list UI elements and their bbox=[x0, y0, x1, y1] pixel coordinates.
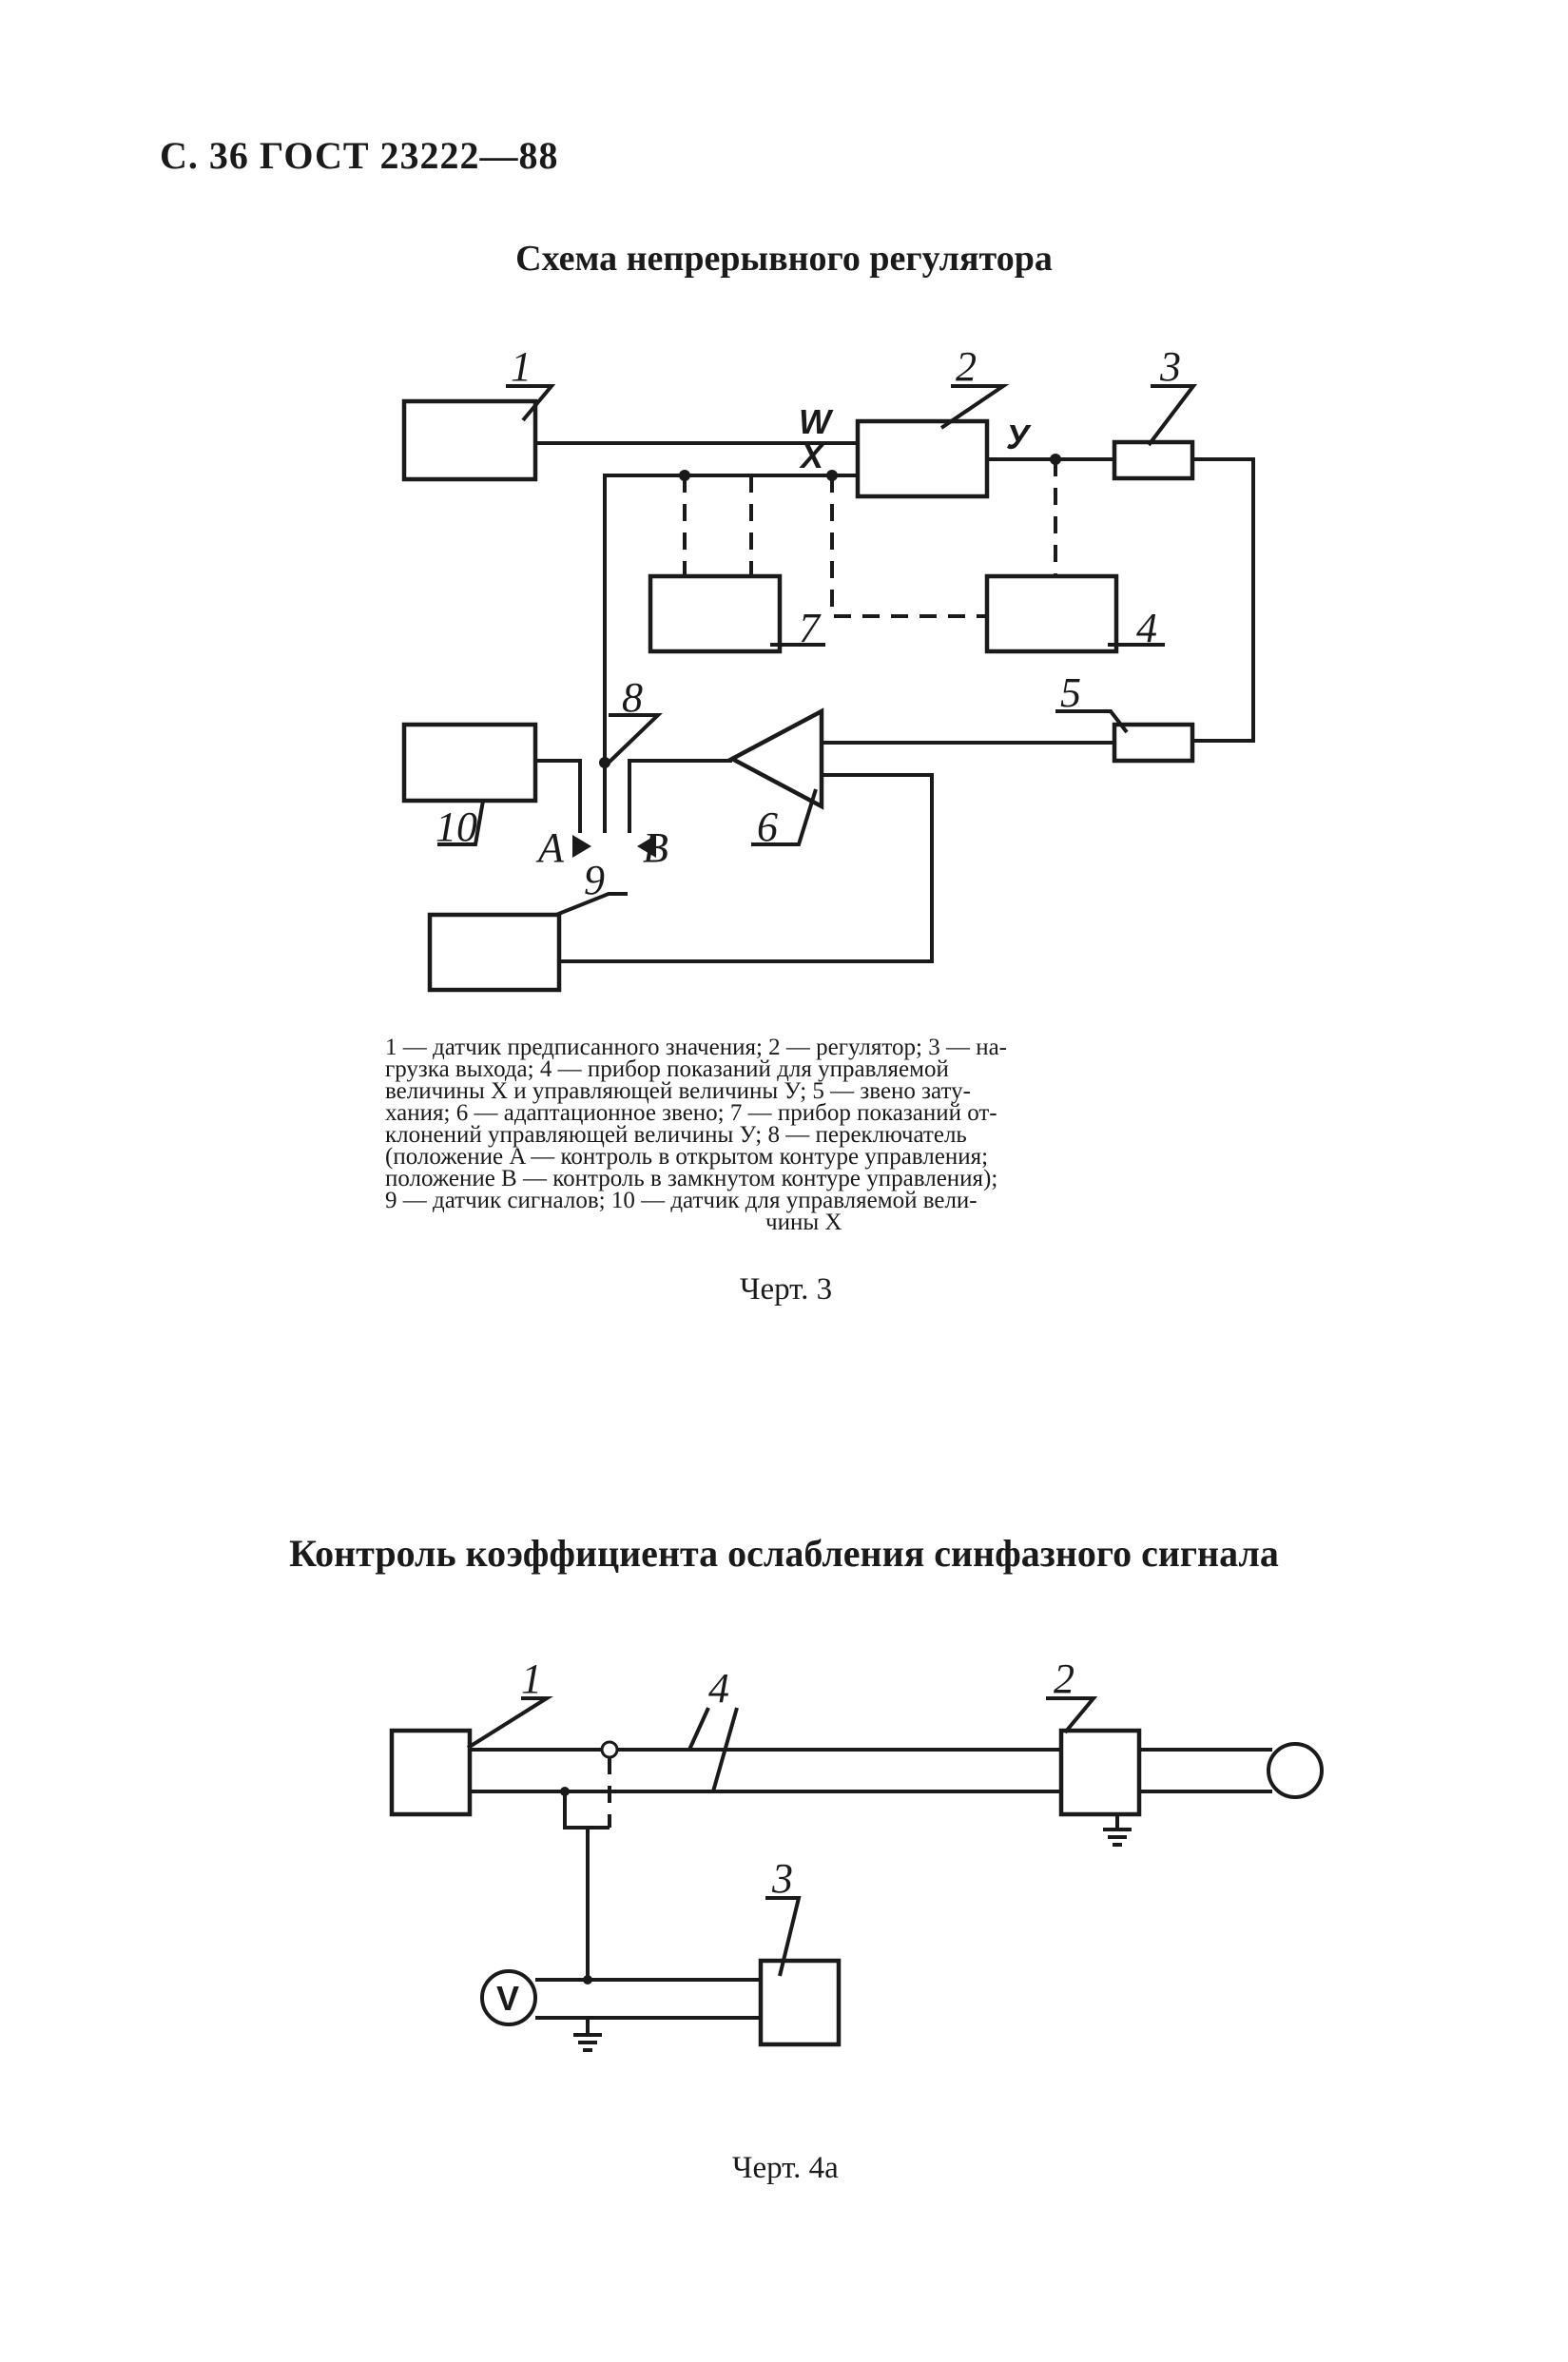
legend-line: чины X bbox=[765, 1210, 842, 1235]
label-w: W bbox=[799, 402, 834, 441]
label-1: 1 bbox=[521, 1655, 542, 1702]
figure-3-legend: 1 — датчик предписанного значения; 2 — р… bbox=[385, 1035, 1241, 1235]
label-a: A bbox=[535, 824, 565, 871]
legend-line: хания; 6 — адаптационное звено; 7 — приб… bbox=[385, 1100, 997, 1126]
label-x: X bbox=[799, 436, 825, 475]
page-header: С. 36 ГОСТ 23222—88 bbox=[160, 134, 559, 177]
legend-line: величины X и управляющей величины У; 5 —… bbox=[385, 1078, 971, 1104]
legend-line: клонений управляющей величины У; 8 — пер… bbox=[385, 1122, 967, 1148]
legend-line: грузка выхода; 4 — прибор показаний для … bbox=[385, 1056, 949, 1082]
figure-3-caption: Черт. 3 bbox=[740, 1272, 833, 1307]
legend-line: 9 — датчик сигналов; 10 — датчик для упр… bbox=[385, 1188, 978, 1213]
figure-4a-title: Контроль коэффициента ослабления синфазн… bbox=[289, 1532, 1279, 1575]
block-2-controller bbox=[855, 418, 990, 499]
block-3 bbox=[758, 1958, 842, 2047]
continuous-controller-diagram: 1 2 3 4 5 6 7 8 9 10 W X У A B bbox=[401, 343, 1255, 993]
label-9: 9 bbox=[584, 857, 605, 903]
label-7: 7 bbox=[799, 605, 822, 651]
block-2 bbox=[1058, 1728, 1142, 1817]
legend-line: 1 — датчик предписанного значения; 2 — р… bbox=[385, 1035, 1007, 1060]
label-8: 8 bbox=[622, 674, 643, 721]
label-b: B bbox=[643, 824, 668, 871]
block-1 bbox=[389, 1728, 473, 1817]
label-3: 3 bbox=[771, 1855, 793, 1902]
label-10: 10 bbox=[436, 803, 477, 850]
figure-4a-caption: Черт. 4а bbox=[732, 2151, 839, 2185]
label-5: 5 bbox=[1060, 669, 1081, 716]
block-7-deviation-indicator bbox=[648, 573, 783, 654]
figure-3-title: Схема непрерывного регулятора bbox=[515, 239, 1053, 279]
block-1-setpoint-sensor bbox=[401, 398, 538, 482]
label-2: 2 bbox=[956, 343, 977, 390]
terminal-circle-icon bbox=[1267, 1742, 1324, 1799]
label-4: 4 bbox=[708, 1665, 729, 1712]
block-10-sensor bbox=[401, 722, 538, 803]
label-2: 2 bbox=[1054, 1655, 1074, 1702]
voltmeter-label: V bbox=[496, 1979, 519, 2018]
label-4: 4 bbox=[1136, 605, 1157, 651]
block-9-signal-sensor bbox=[427, 912, 562, 993]
voltmeter-icon bbox=[480, 1969, 537, 2026]
block-4-indicator bbox=[984, 573, 1119, 654]
block-6-adaptation-amplifier bbox=[727, 707, 824, 810]
label-1: 1 bbox=[511, 343, 532, 390]
block-3-output-load bbox=[1112, 439, 1195, 481]
common-mode-rejection-diagram: V 1 2 3 4 bbox=[389, 1655, 1324, 2052]
label-6: 6 bbox=[757, 803, 778, 850]
legend-line: (положение A — контроль в открытом конту… bbox=[385, 1144, 989, 1170]
label-y: У bbox=[1006, 417, 1032, 456]
label-3: 3 bbox=[1159, 343, 1181, 390]
legend-line: положение B — контроль в замкнутом конту… bbox=[385, 1166, 998, 1191]
